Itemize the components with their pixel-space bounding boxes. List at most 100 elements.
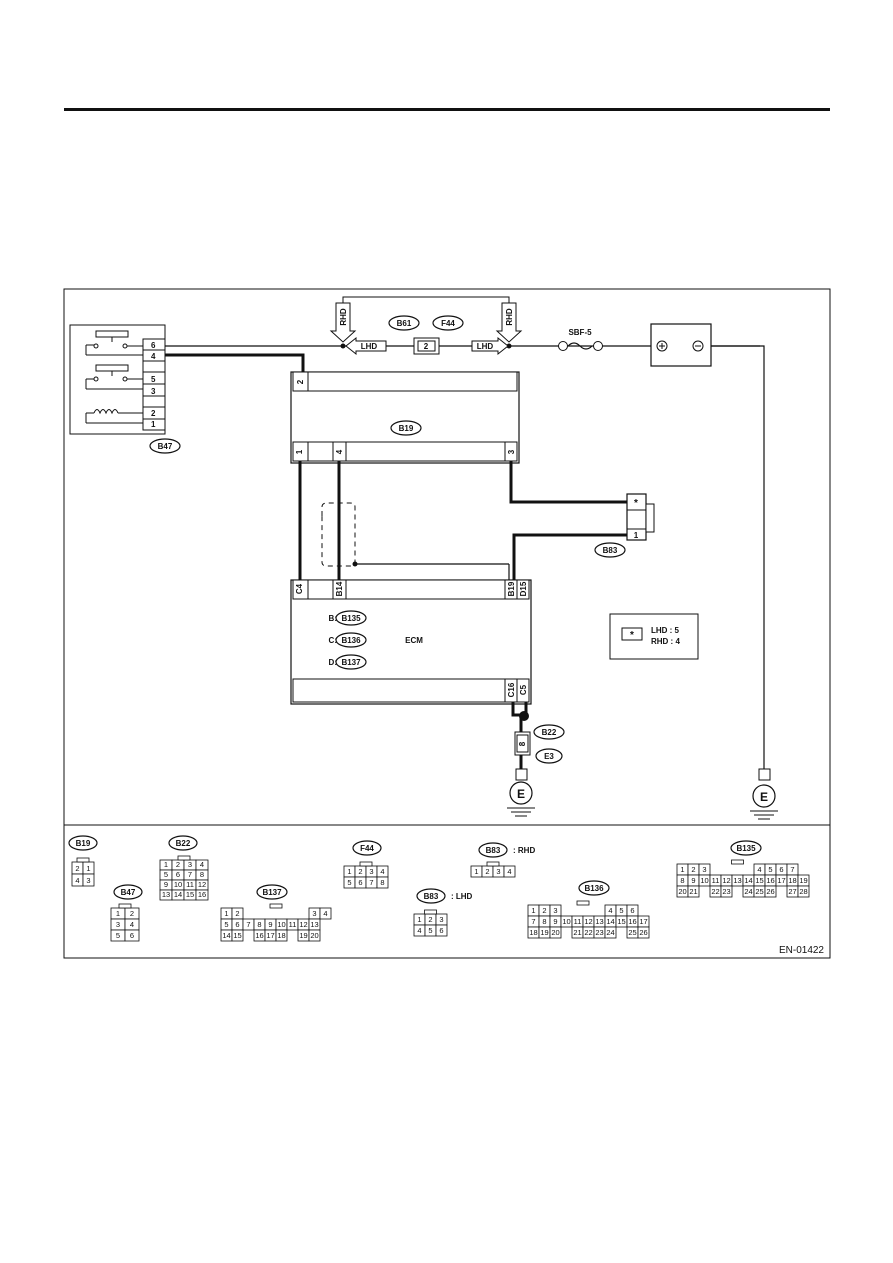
- svg-text:*: *: [634, 498, 638, 509]
- svg-text:B136: B136: [584, 884, 604, 893]
- b19-pin-4: 4: [335, 449, 344, 454]
- pin-number: 12: [198, 880, 206, 889]
- lhd-arrow-left: LHD: [345, 336, 387, 356]
- pin-number: 7: [790, 865, 794, 874]
- rhd-bypass-wire: [342, 296, 510, 305]
- svg-text:1: 1: [634, 531, 639, 540]
- pin-number: 9: [691, 876, 695, 885]
- pin-number: 3: [439, 915, 443, 924]
- pin-number: 4: [608, 906, 612, 915]
- b47-pin-6: 6: [151, 341, 156, 350]
- pin-cell: [637, 926, 650, 939]
- pin-number: 9: [164, 880, 168, 889]
- svg-text:E3: E3: [544, 752, 554, 761]
- pin-number: 7: [188, 870, 192, 879]
- pin-number: 11: [186, 880, 194, 889]
- wire-b83-pin1-to-ecm-d15: [512, 533, 627, 580]
- conn-b136-tag: B136: [578, 880, 610, 896]
- ecm-label: ECM: [405, 636, 423, 645]
- svg-text:E: E: [760, 790, 768, 804]
- pin-number: 1: [474, 867, 478, 876]
- conn-b135-tag: B135: [730, 840, 762, 856]
- pin-number: 8: [200, 870, 204, 879]
- svg-text:RHD: RHD: [505, 308, 514, 326]
- pin-number: 17: [266, 931, 274, 940]
- pin-number: 11: [712, 876, 720, 885]
- pin-number: 4: [507, 867, 511, 876]
- pin-number: 19: [799, 876, 807, 885]
- pin-number: 9: [553, 917, 557, 926]
- pin-number: 8: [542, 917, 546, 926]
- rhd-arrow-left: RHD: [329, 302, 357, 343]
- pin-number: 2: [485, 867, 489, 876]
- diagram-id: EN-01422: [779, 945, 824, 956]
- pin-number: 2: [75, 864, 79, 873]
- pin-number: 24: [606, 928, 614, 937]
- ecm-pin-c5: C5: [519, 684, 528, 695]
- svg-text:F44: F44: [360, 844, 374, 853]
- pin-number: 18: [529, 928, 537, 937]
- pin-number: 26: [766, 887, 774, 896]
- connector-key-tab: [76, 857, 90, 863]
- pin-number: 27: [788, 887, 796, 896]
- pin-number: 12: [722, 876, 730, 885]
- svg-text:: LHD: : LHD: [451, 892, 473, 901]
- pin-number: 5: [619, 906, 623, 915]
- b137-tag-ecm: B137: [335, 654, 367, 670]
- b19-pin-3: 3: [507, 449, 516, 454]
- pin-number: 4: [75, 876, 79, 885]
- svg-text:LHD: LHD: [477, 342, 494, 351]
- svg-text:B83: B83: [486, 846, 501, 855]
- connector-key-tab: [359, 861, 373, 867]
- pin-number: 3: [369, 867, 373, 876]
- svg-text:B136: B136: [341, 636, 361, 645]
- fuse-sbf-5: SBF-5: [558, 328, 603, 351]
- pin-number: 3: [553, 906, 557, 915]
- pin-number: 5: [347, 878, 351, 887]
- pin-number: 26: [639, 928, 647, 937]
- pin-cell: [687, 885, 700, 898]
- shield-junction-dot: [352, 561, 358, 567]
- pin-number: 5: [116, 931, 120, 940]
- pin-number: 5: [224, 920, 228, 929]
- pin-number: 25: [755, 887, 763, 896]
- pin-number: 3: [312, 909, 316, 918]
- ground-symbol-ecm: E: [507, 768, 535, 817]
- pin-cell: [549, 926, 562, 939]
- conn-f44-tag: F44: [352, 840, 382, 856]
- b19-component: 2 1 4 3: [290, 371, 520, 464]
- pin-number: 6: [630, 906, 634, 915]
- connector-key-tab: [118, 903, 132, 909]
- pin-number: 24: [744, 887, 752, 896]
- pin-number: 13: [595, 917, 603, 926]
- b47-pin-4: 4: [151, 352, 156, 361]
- svg-text:8: 8: [518, 741, 527, 746]
- pin-number: 21: [689, 887, 697, 896]
- pin-number: 15: [755, 876, 763, 885]
- svg-text:B22: B22: [542, 728, 557, 737]
- pin-number: 3: [496, 867, 500, 876]
- pin-number: 2: [130, 909, 134, 918]
- pin-number: 11: [289, 920, 297, 929]
- pin-number: 6: [130, 931, 134, 940]
- svg-text:F44: F44: [441, 319, 455, 328]
- pin-number: 16: [255, 931, 263, 940]
- diagram-frame: [63, 288, 831, 959]
- pin-cell: [503, 865, 516, 878]
- svg-text:RHD : 4: RHD : 4: [651, 637, 680, 646]
- pin-number: 5: [164, 870, 168, 879]
- svg-text:B47: B47: [158, 442, 173, 451]
- wire-b47-pin4-to-b19-pin2: [165, 353, 305, 372]
- svg-text:B19: B19: [76, 839, 91, 848]
- pin-number: 1: [86, 864, 90, 873]
- svg-text:SBF-5: SBF-5: [568, 328, 592, 337]
- pin-number: 11: [574, 917, 582, 926]
- pin-number: 25: [628, 928, 636, 937]
